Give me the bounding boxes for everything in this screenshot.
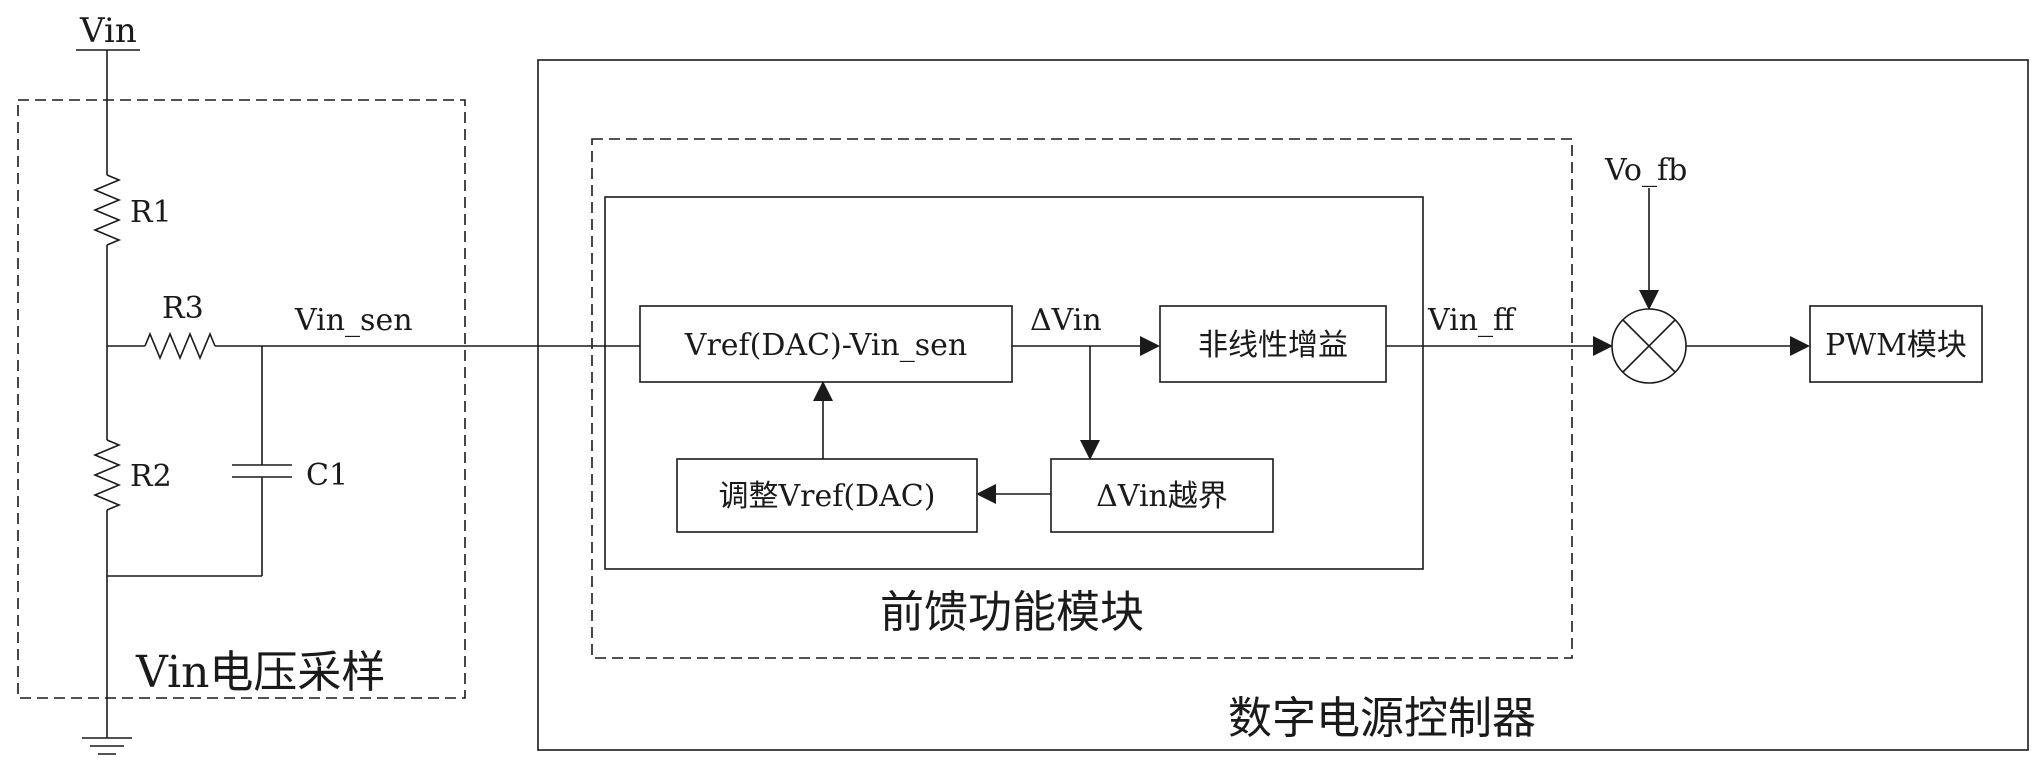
- pwm-module-label: PWM模块: [1825, 328, 1967, 363]
- vin-sen-label: Vin_sen: [294, 303, 413, 338]
- feedforward-module-label: 前馈功能模块: [880, 587, 1144, 638]
- ground-icon: [82, 737, 132, 755]
- vref-subtract-label: Vref(DAC)-Vin_sen: [684, 328, 967, 363]
- digital-controller-box: [537, 59, 2029, 751]
- r3-label: R3: [162, 291, 204, 326]
- nonlinear-gain-label: 非线性增益: [1198, 328, 1348, 363]
- delta-vin-label: ΔVin: [1030, 303, 1102, 338]
- vin-ff-label: Vin_ff: [1427, 303, 1517, 338]
- adjust-vref-label: 调整Vref(DAC): [719, 479, 936, 514]
- digital-controller-label: 数字电源控制器: [1228, 693, 1536, 744]
- r1-resistor: [92, 174, 122, 246]
- r2-resistor: [92, 439, 122, 511]
- r1-label: R1: [130, 195, 172, 230]
- vin-label: Vin: [79, 11, 137, 51]
- delta-vin-exceed-label: ΔVin越界: [1096, 479, 1228, 514]
- nonlinear-gain-block: [1159, 305, 1387, 383]
- feedforward-dashed-box: [591, 138, 1573, 659]
- adjust-vref-block: [676, 458, 978, 533]
- vo-fb-label: Vo_fb: [1604, 153, 1687, 188]
- delta-vin-exceed-block: [1050, 458, 1274, 533]
- r3-resistor: [144, 331, 216, 361]
- c1-label: C1: [306, 458, 348, 493]
- pwm-module-block: [1809, 305, 1983, 383]
- summing-junction-icon: [1611, 308, 1687, 384]
- feedforward-inner-box: [604, 196, 1424, 570]
- vin-sampling-dashed-box: [17, 99, 466, 699]
- vin-sampling-label: Vin电压采样: [135, 647, 385, 698]
- r2-label: R2: [130, 459, 172, 494]
